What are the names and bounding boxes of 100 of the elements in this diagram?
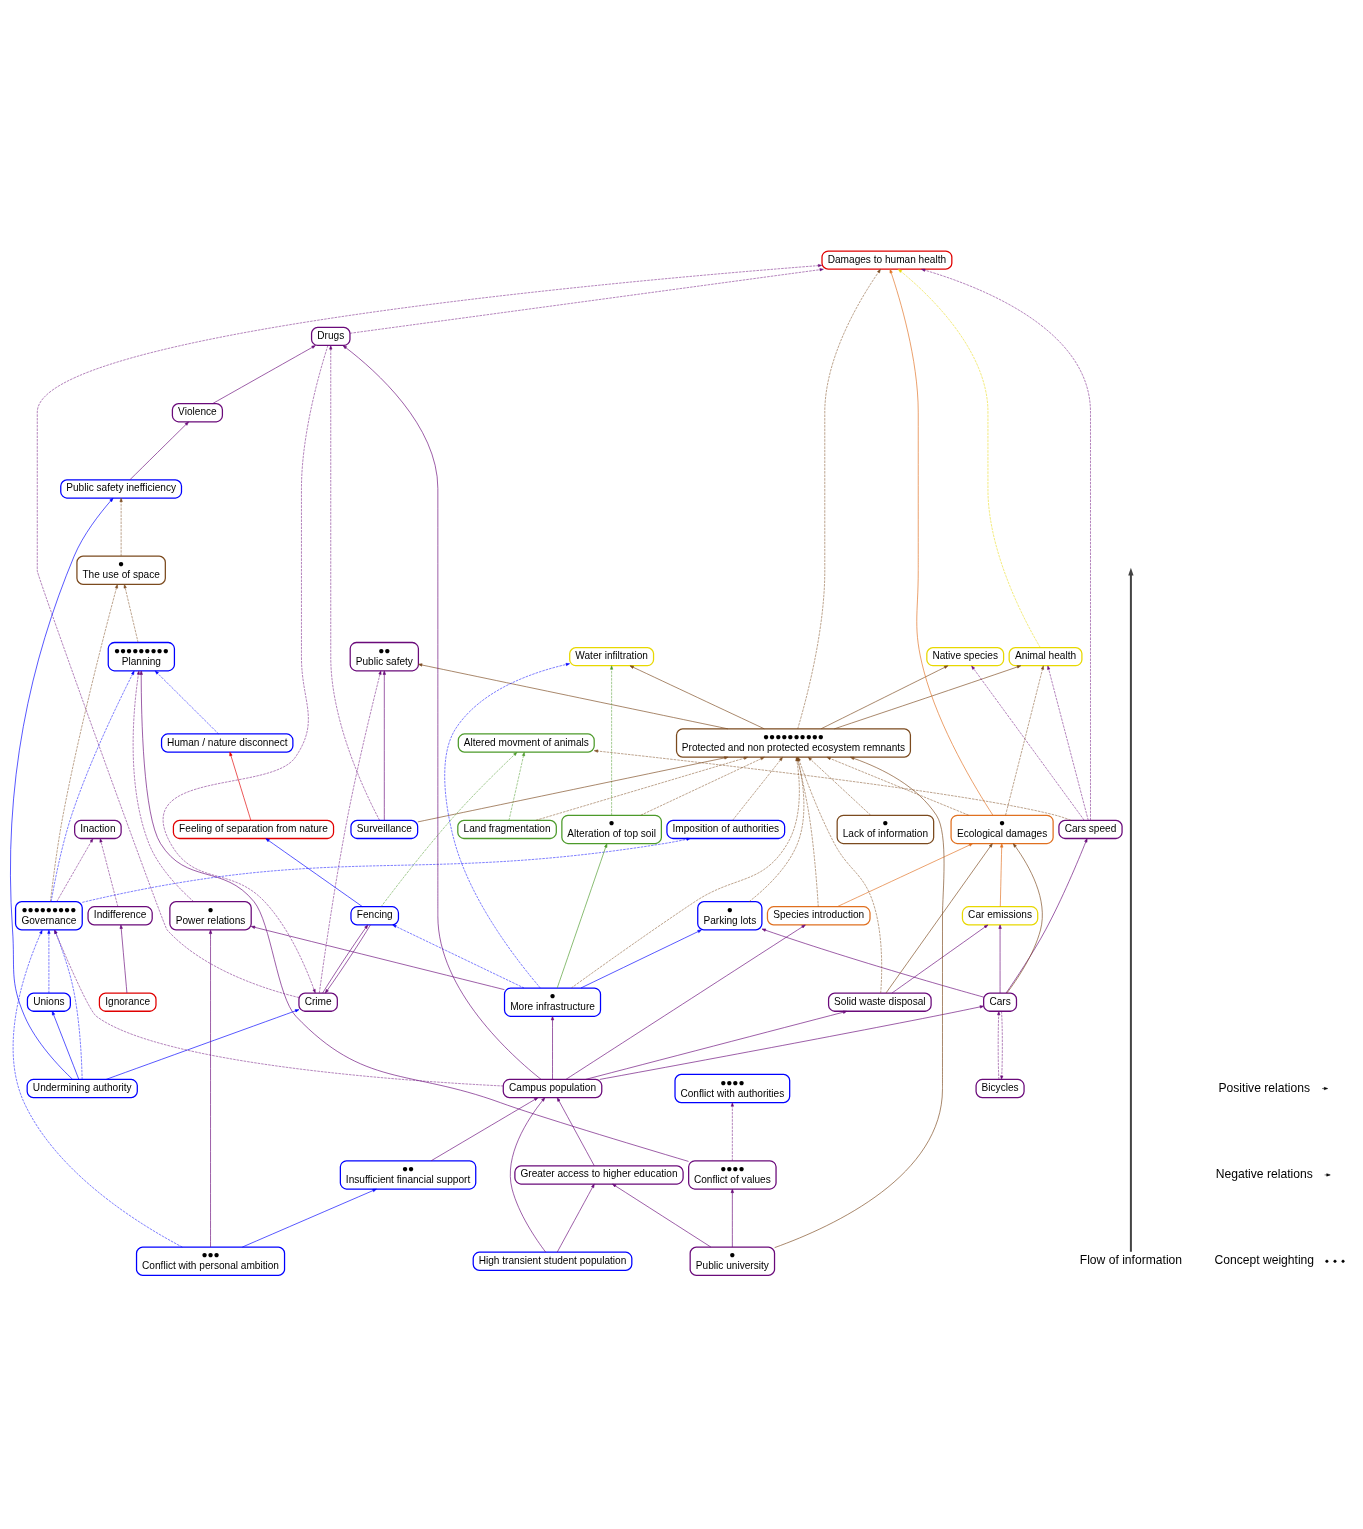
arrow [610,665,614,815]
node-box: Indifference [87,905,153,925]
arrow [99,837,119,907]
arrow [535,756,748,821]
node-box: Crime [298,991,338,1012]
arrow [319,670,382,993]
arrow [51,1010,80,1080]
arrow [774,756,945,1248]
arrow [921,268,1091,820]
arrow [329,344,380,820]
arrow [761,928,984,997]
arrow [550,1015,555,1080]
arrow [998,924,1002,993]
node-box: Altered movment of animals [457,732,595,753]
arrow [37,263,823,998]
node-box: ● Public university [689,1246,776,1276]
node-box: Public safety inefficiency [60,478,183,499]
arrow [730,1101,734,1161]
node-box: Unions [26,991,71,1012]
arrow [796,756,819,907]
arrow [82,837,691,903]
arrow [380,751,518,907]
arrow [123,583,139,643]
node-box: Cars speed [1058,819,1123,839]
arrow [50,583,118,902]
node-box: Land fragmentation [457,819,557,839]
arrow [105,1008,300,1080]
arrow [10,497,114,1080]
node-box: ● More infrastructure [503,986,602,1017]
node-box: Water infiltration [569,646,655,666]
node-box: Undermining authority [26,1078,138,1098]
arrow [599,1004,984,1080]
arrow [629,664,765,729]
node-box: ●●●●●●●●● Governance [14,900,83,931]
arrow [585,1010,848,1080]
arrow [119,924,128,993]
arrow [132,670,194,902]
arrow [732,756,783,820]
arrow [594,749,1072,821]
arrow [565,924,806,1080]
node-box: ●●● Conflict with personal ambition [135,1246,286,1276]
arrow [382,670,386,820]
arrow [54,929,83,1080]
arrow [349,267,824,334]
arrow [556,842,608,988]
arrow [612,1183,712,1247]
node-box: Surveillance [350,819,419,839]
arrow [730,1188,734,1247]
node-box: High transient student population [472,1251,633,1271]
arrow [392,924,525,988]
arrow [508,751,525,820]
arrow [833,664,1022,729]
arrow [556,1183,595,1252]
node-box: Native species [926,646,1005,666]
arrow [748,756,805,902]
arrow [837,842,974,907]
arrow [971,665,1085,820]
arrow [556,1096,595,1166]
arrow [889,268,994,815]
node-box: Bicycles [975,1078,1025,1098]
node-box: Human / nature disconnect [160,732,294,753]
arrow [54,929,504,1086]
arrow [229,751,252,821]
node-box: Cars [983,991,1018,1012]
node-box: Species introduction [766,905,871,925]
node-box: ●●●● Conflict of values [688,1159,777,1190]
node-box: ● Alteration of top soil [561,814,662,844]
legend-label: Negative relations [1215,1166,1313,1181]
arrow [163,344,329,993]
arrow [12,929,183,1247]
arrow [154,670,219,734]
arrow [47,929,51,993]
arrow [571,756,800,988]
node-box: ●● Public safety [349,641,420,671]
arrow [885,842,993,993]
arrow [820,664,949,729]
arrow [1047,665,1089,820]
arrow [640,756,765,815]
arrow [265,837,363,907]
arrow [56,837,94,902]
node-box: ●●●●●●●●● Planning [107,641,176,671]
arrow [241,1188,377,1247]
node-box: Violence [171,402,224,422]
arrow [444,662,570,988]
arrow [139,670,689,1162]
arrow [999,842,1004,907]
arrow [997,1010,1001,1080]
node-box: Drugs [310,326,351,346]
arrow [891,924,989,993]
node-box: Fencing [350,905,400,925]
arrow [417,755,729,822]
node-box: Inaction [74,819,122,839]
arrow [430,1096,539,1161]
legend-label: Concept weighting [1214,1252,1315,1267]
node-box: Car emissions [961,905,1039,925]
arrow [797,756,882,993]
arrow [208,929,213,1247]
arrow [797,268,881,729]
arrow [898,268,1041,648]
arrow [580,929,702,988]
